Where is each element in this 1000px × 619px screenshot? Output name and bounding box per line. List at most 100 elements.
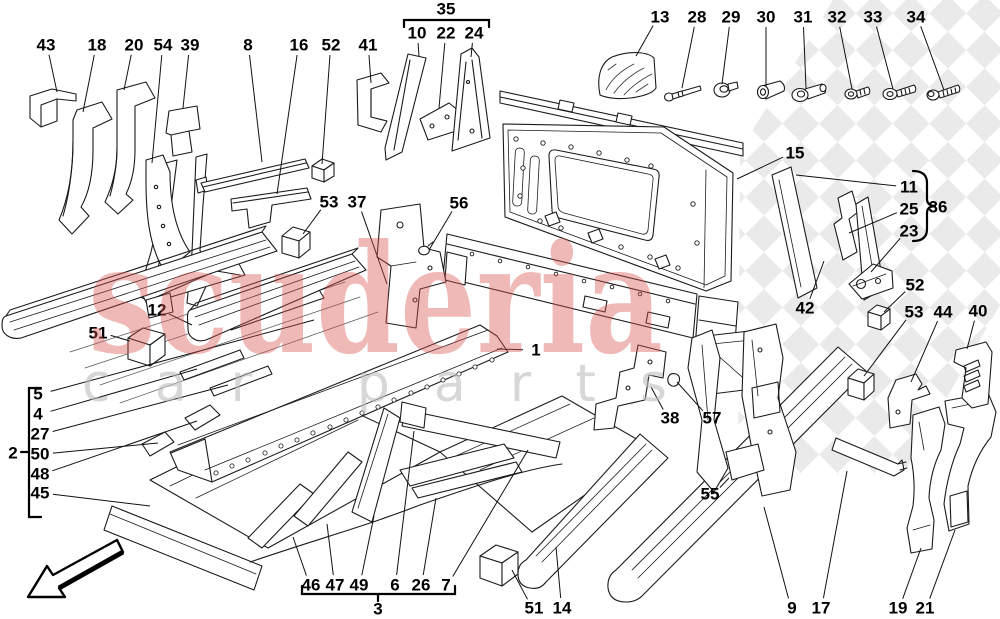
leader-line-45 <box>52 493 151 507</box>
callout-label-3-47: 3 <box>373 600 382 619</box>
leader-line-52 <box>321 54 331 165</box>
leader-line-43 <box>48 54 58 93</box>
callout-label-38-37: 38 <box>661 409 680 428</box>
callout-label-49-50: 49 <box>350 576 369 595</box>
callout-label-4-42: 4 <box>33 405 43 424</box>
leader-line-14 <box>555 546 562 599</box>
callout-label-24-12: 24 <box>465 24 484 43</box>
direction-arrow <box>26 538 125 599</box>
callout-label-29-15: 29 <box>722 8 741 27</box>
callout-label-55-39: 55 <box>701 485 720 504</box>
callout-label-47-49: 47 <box>326 576 345 595</box>
callout-label-23-24: 23 <box>900 222 919 241</box>
leader-line-17 <box>822 470 848 599</box>
leader-line-16 <box>276 54 298 195</box>
leader-line-38 <box>650 386 664 410</box>
callout-label-45-46: 45 <box>31 484 50 503</box>
leader-line-7 <box>452 449 529 577</box>
callout-label-15-21: 15 <box>786 144 805 163</box>
leader-line-20 <box>123 54 132 91</box>
leader-line-26 <box>422 497 437 576</box>
leader-line-41 <box>368 54 372 84</box>
callout-label-32-18: 32 <box>828 8 847 27</box>
leader-line-18 <box>82 54 95 113</box>
callout-label-50-44: 50 <box>31 445 50 464</box>
leader-line-5 <box>50 319 315 392</box>
group-bracket-2 <box>19 386 43 519</box>
callout-label-18-1: 18 <box>88 36 107 55</box>
leader-line-51 <box>110 334 131 342</box>
callout-label-52-27: 52 <box>906 276 925 295</box>
leader-line-1 <box>496 348 524 351</box>
watermark-primary: scuderia <box>88 212 663 388</box>
callout-label-6-51: 6 <box>390 576 399 595</box>
leader-line-53 <box>302 209 322 235</box>
callout-label-8-5: 8 <box>243 36 252 55</box>
callout-label-1-33: 1 <box>531 341 540 360</box>
leader-line-15 <box>736 156 784 180</box>
leader-line-12 <box>168 313 193 326</box>
callout-label-40-30: 40 <box>969 302 988 321</box>
callout-label-11-22: 11 <box>900 178 918 197</box>
leader-line-6 <box>396 430 415 576</box>
leader-line-27 <box>52 384 229 432</box>
leader-line-37 <box>361 211 388 285</box>
leader-line-29 <box>721 26 730 85</box>
callout-label-33-19: 33 <box>864 8 883 27</box>
callout-label-28-14: 28 <box>688 8 707 27</box>
callout-label-10-10: 10 <box>408 24 427 43</box>
callout-label-26-52: 26 <box>412 576 431 595</box>
leader-line-42 <box>809 260 825 299</box>
leader-line-53 <box>863 319 907 377</box>
callout-label-14-55: 14 <box>553 599 572 618</box>
leader-line-52 <box>883 291 906 313</box>
leader-line-9 <box>763 506 789 599</box>
leader-line-49 <box>361 515 375 576</box>
leader-line-54 <box>151 54 163 164</box>
callout-label-43-0: 43 <box>37 36 56 55</box>
group-bracket-36 <box>911 169 937 243</box>
callout-label-17-57: 17 <box>812 599 831 618</box>
callout-label-52-7: 52 <box>322 36 341 55</box>
leader-line-39 <box>182 54 190 109</box>
leader-line-10 <box>417 42 420 58</box>
leader-line-50 <box>52 442 159 454</box>
callout-label-56-36: 56 <box>450 194 469 213</box>
watermark-secondary: car parts <box>82 354 667 414</box>
callout-label-41-8: 41 <box>359 36 378 55</box>
leader-line-44 <box>910 320 939 383</box>
callout-label-22-11: 22 <box>437 24 456 43</box>
callout-label-35-9: 35 <box>437 0 456 19</box>
leader-line-33 <box>876 26 894 90</box>
leader-line-47 <box>326 523 334 576</box>
group-bracket-35 <box>402 18 491 29</box>
callout-label-53-34: 53 <box>320 193 339 212</box>
callout-label-37-35: 37 <box>348 193 367 212</box>
leader-line-11 <box>795 174 897 187</box>
leader-line-51 <box>511 569 528 600</box>
callout-label-16-6: 16 <box>290 36 309 55</box>
callout-label-51-54: 51 <box>525 599 544 618</box>
leader-line-28 <box>681 26 695 89</box>
leader-line-23 <box>870 237 901 273</box>
leader-line-31 <box>803 26 807 89</box>
callout-label-48-45: 48 <box>31 465 50 484</box>
callout-label-19-58: 19 <box>889 599 908 618</box>
callout-label-46-48: 46 <box>302 576 321 595</box>
leader-line-13 <box>635 25 654 57</box>
leader-line-21 <box>929 529 956 599</box>
leader-line-48 <box>52 420 198 472</box>
callout-label-54-3: 54 <box>154 36 173 55</box>
callout-label-9-56: 9 <box>787 599 796 618</box>
callout-label-25-23: 25 <box>900 200 919 219</box>
leader-line-24 <box>470 42 473 58</box>
leader-line-22 <box>438 42 446 109</box>
callout-label-31-17: 31 <box>794 8 813 27</box>
leader-line-32 <box>839 26 853 90</box>
callout-label-12-31: 12 <box>148 301 167 320</box>
leader-line-34 <box>920 26 945 91</box>
callout-label-27-43: 27 <box>31 425 50 444</box>
